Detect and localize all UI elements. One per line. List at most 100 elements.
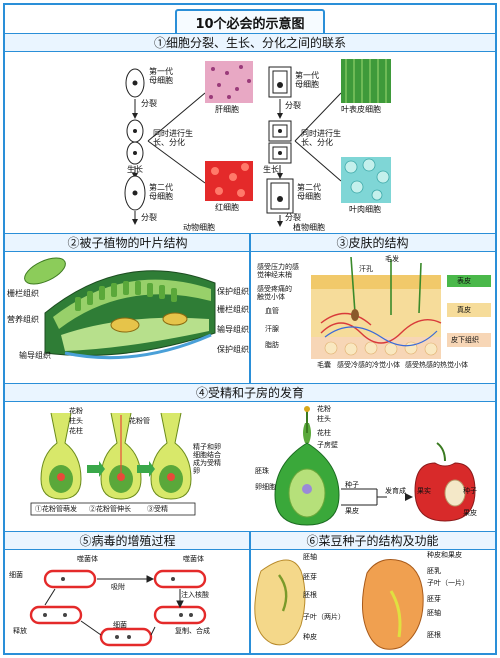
- s1-second-gen-animal: 第二代 母细胞: [149, 183, 173, 201]
- s1-divide-plant-2: 分裂: [285, 213, 301, 222]
- s6-plumule: 胚芽: [303, 573, 317, 581]
- s3-layer-1: 表皮: [457, 277, 471, 285]
- s3-hair-root: 毛囊: [317, 361, 331, 369]
- section-4-heading: ④受精和子房的发育: [5, 383, 495, 402]
- s2-label-5: 栅栏组织: [217, 305, 249, 314]
- s2-label-2: 营养组织: [7, 315, 39, 324]
- s6-hilum: 胚轴: [303, 553, 317, 561]
- s1-plant-label: 植物细胞: [293, 223, 325, 232]
- s6-axis: 胚轴: [427, 609, 441, 617]
- s5-host: 细菌: [9, 571, 23, 579]
- section-6-heading: ⑥菜豆种子的结构及功能: [250, 531, 495, 550]
- s1-diff-animal: 同时进行生 长、分化: [153, 129, 193, 147]
- s4-caption-2: ②花粉管伸长: [89, 505, 131, 513]
- s6-root: 胚根: [427, 631, 441, 639]
- title-bar: 10个必会的示意图: [5, 5, 495, 36]
- s2-label-3: 输导组织: [19, 351, 51, 360]
- section-6-panel: 胚轴 胚芽 胚根 子叶（两片） 种皮 种皮和果皮 胚乳 子叶（一片） 胚芽 胚轴…: [251, 551, 495, 653]
- s4-left-label-3: 花柱: [69, 427, 83, 435]
- s4-stigma: 花粉: [317, 405, 331, 413]
- s4-seed-path: 种子: [345, 481, 359, 489]
- s5-bacteria: 细菌: [113, 621, 127, 629]
- s4-peel-path: 果皮: [345, 507, 359, 515]
- s3-sense-touch: 感受压力的感 觉神经末梢: [257, 263, 299, 279]
- section-2-panel: 栅栏组织 营养组织 输导组织 保护组织 栅栏组织 输导组织 保护组织: [5, 253, 249, 383]
- s1-diff-plant: 同时进行生 长、分化: [301, 129, 341, 147]
- s1-epi-label: 叶表皮细胞: [341, 105, 381, 114]
- s4-style-2: 花柱: [317, 429, 331, 437]
- s5-phage-2: 噬菌体: [183, 555, 204, 563]
- s4-fertilize: 精子和卵 细胞结合 成为受精 卵: [193, 443, 221, 475]
- s6-radicle: 胚根: [303, 591, 317, 599]
- s4-style: 柱头: [317, 415, 331, 423]
- page-title: 10个必会的示意图: [175, 9, 325, 36]
- s2-label-1: 栅栏组织: [7, 289, 39, 298]
- section-3-heading: ③皮肤的结构: [250, 233, 495, 252]
- s1-divide-plant: 分裂: [285, 101, 301, 110]
- s4-left-label-1: 花粉: [69, 407, 83, 415]
- divider-2-3: [249, 233, 251, 383]
- s1-first-gen-plant: 第一代 母细胞: [295, 71, 319, 89]
- s3-layer-3: 皮下组织: [451, 336, 479, 344]
- section-2-heading: ②被子植物的叶片结构: [5, 233, 250, 252]
- s5-release: 释放: [13, 627, 27, 635]
- section-4-panel: 花粉 柱头 花柱 花粉管 精子和卵 细胞结合 成为受精 卵 ①花粉管萌发 ②花粉…: [5, 403, 495, 531]
- s4-peel-label: 果皮: [463, 509, 477, 517]
- s6-endosperm: 胚乳: [427, 567, 441, 575]
- s1-grow-plant: 生长: [263, 165, 279, 174]
- s4-left-label-2: 柱头: [69, 417, 83, 425]
- s1-divide-animal-2: 分裂: [141, 213, 157, 222]
- section-5-panel: 细菌 噬菌体 吸附 噬菌体 注入核酸 释放 细菌 复制、合成: [5, 551, 249, 653]
- s3-bottom-2: 感受热感的热觉小体: [405, 361, 468, 369]
- s1-animal-label: 动物细胞: [183, 223, 215, 232]
- s5-inject: 注入核酸: [181, 591, 209, 599]
- s1-grow-animal: 生长: [127, 165, 143, 174]
- section-1-heading: ①细胞分裂、生长、分化之间的联系: [5, 33, 495, 52]
- s4-fruit: 果实: [417, 487, 431, 495]
- s4-develop: 发育成: [385, 487, 406, 495]
- s6-coat-peel: 种皮和果皮: [427, 551, 462, 559]
- s3-layer-2: 真皮: [457, 306, 471, 314]
- s4-seed-label: 种子: [463, 487, 477, 495]
- virus-replication-diagram: [29, 569, 207, 647]
- s3-sweat-gland: 汗腺: [265, 325, 279, 333]
- seed-structure-diagram: [254, 559, 424, 650]
- s5-phage: 噬菌体: [77, 555, 98, 563]
- s3-bottom-1: 感受冷感的冷觉小体: [337, 361, 400, 369]
- s3-sense-pain: 感受疼痛的 触觉小体: [257, 285, 292, 301]
- s6-coat: 种皮: [303, 633, 317, 641]
- section-3-panel: 毛发 感受压力的感 觉神经末梢 汗孔 感受疼痛的 触觉小体 血管 汗腺 脂肪 毛…: [251, 253, 495, 383]
- s4-pollen-tube: 花粉管: [129, 417, 150, 425]
- s1-divide-animal: 分裂: [141, 99, 157, 108]
- s1-second-gen-plant: 第二代 母细胞: [297, 183, 321, 201]
- s1-meso-label: 叶肉细胞: [349, 205, 381, 214]
- s3-hair: 毛发: [385, 255, 399, 263]
- s4-ovary-wall: 子房壁: [317, 441, 338, 449]
- divider-5-6: [249, 531, 251, 653]
- s5-adsorb: 吸附: [111, 583, 125, 591]
- s4-egg: 卵细胞: [255, 483, 276, 491]
- s3-sweat-pore: 汗孔: [359, 265, 373, 273]
- s2-label-7: 保护组织: [217, 345, 249, 354]
- s2-label-6: 输导组织: [217, 325, 249, 334]
- s4-caption-1: ①花粉管萌发: [35, 505, 77, 513]
- s5-assemble: 复制、合成: [175, 627, 210, 635]
- fertilization-diagram: [30, 406, 476, 526]
- section-5-heading: ⑤病毒的增殖过程: [5, 531, 250, 550]
- s1-rbc-label: 红细胞: [215, 203, 239, 212]
- s2-label-4: 保护组织: [217, 287, 249, 296]
- s6-cotyledon: 子叶（两片）: [303, 613, 345, 621]
- s1-liver-label: 肝细胞: [215, 105, 239, 114]
- s6-bud: 胚芽: [427, 595, 441, 603]
- s1-first-gen-animal: 第一代 母细胞: [149, 67, 173, 85]
- s4-ovule: 胚珠: [255, 467, 269, 475]
- s4-caption-3: ③受精: [147, 505, 168, 513]
- section-1-panel: 第一代 母细胞 第一代 母细胞 分裂 分裂 同时进行生 长、分化 同时进行生 长…: [5, 53, 495, 233]
- s3-fat: 脂肪: [265, 341, 279, 349]
- s6-cotyledon-one: 子叶（一片）: [427, 579, 469, 587]
- worksheet: 10个必会的示意图 ①细胞分裂、生长、分化之间的联系: [3, 3, 497, 655]
- leaf-structure-diagram: [24, 257, 216, 360]
- s3-vessel: 血管: [265, 307, 279, 315]
- cell-division-diagram: [124, 59, 391, 227]
- skin-structure-diagram: [311, 256, 491, 359]
